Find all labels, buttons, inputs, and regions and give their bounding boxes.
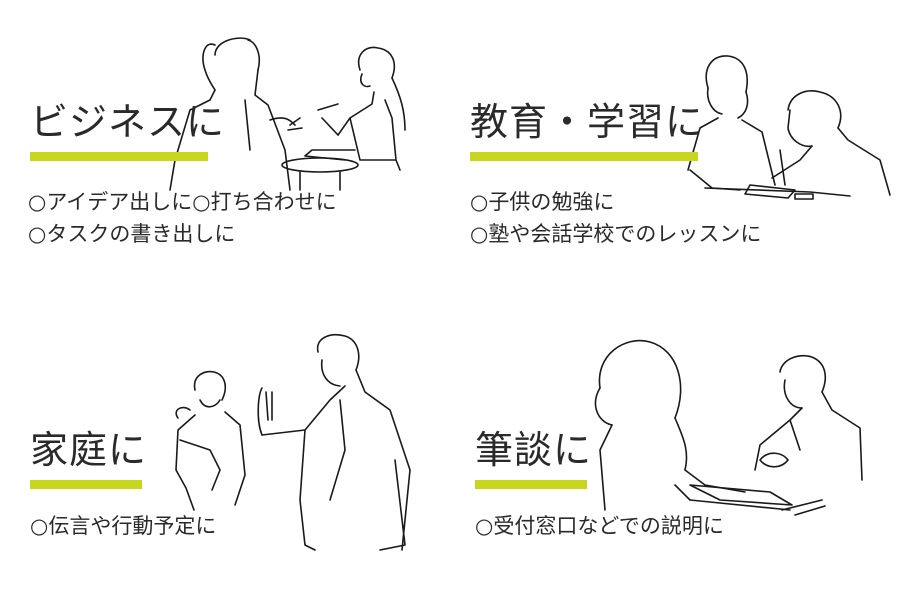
business-item-2: ○タスクの書き出しに	[28, 222, 236, 246]
education-heading-group: 教育・学習に	[470, 100, 705, 161]
education-study-illustration	[450, 0, 900, 300]
family-heading: 家庭に	[30, 428, 148, 472]
reception-illustration	[450, 300, 900, 600]
business-item-1: ○アイデア出しに○打ち合わせに	[28, 190, 337, 214]
writing-heading-group: 筆談に	[475, 428, 593, 489]
education-items: ○子供の勉強に ○塾や会話学校でのレッスンに	[470, 186, 761, 250]
family-items: ○伝言や行動予定に	[30, 510, 216, 542]
business-heading: ビジネスに	[30, 100, 226, 144]
family-illustration	[0, 300, 450, 600]
education-section: 教育・学習に ○子供の勉強に ○塾や会話学校でのレッスンに	[450, 0, 900, 300]
writing-items: ○受付窓口などでの説明に	[475, 510, 724, 542]
family-heading-underline	[30, 480, 142, 489]
writing-section: 筆談に ○受付窓口などでの説明に	[450, 300, 900, 600]
writing-item-1: ○受付窓口などでの説明に	[475, 514, 724, 538]
writing-heading-underline	[475, 480, 587, 489]
education-item-2: ○塾や会話学校でのレッスンに	[470, 222, 762, 246]
education-heading: 教育・学習に	[470, 100, 705, 144]
family-heading-group: 家庭に	[30, 428, 148, 489]
family-item-1: ○伝言や行動予定に	[30, 514, 217, 538]
business-meeting-illustration	[0, 0, 450, 300]
writing-heading: 筆談に	[475, 428, 593, 472]
business-items: ○アイデア出しに○打ち合わせに ○タスクの書き出しに	[28, 186, 337, 250]
business-heading-group: ビジネスに	[30, 100, 226, 161]
business-heading-underline	[30, 152, 208, 161]
education-heading-underline	[470, 152, 698, 161]
business-section: ビジネスに ○アイデア出しに○打ち合わせに ○タスクの書き出しに	[0, 0, 450, 300]
education-item-1: ○子供の勉強に	[470, 190, 615, 214]
family-section: 家庭に ○伝言や行動予定に	[0, 300, 450, 600]
